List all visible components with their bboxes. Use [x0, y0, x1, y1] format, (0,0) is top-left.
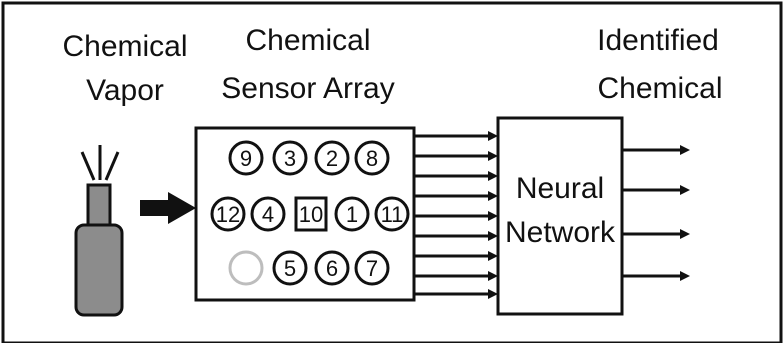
neural-network-label-line2: Network	[505, 216, 616, 249]
vapor-label-line2: Vapor	[86, 74, 164, 107]
sensor-label: 1	[346, 202, 358, 227]
sensor-8	[354, 140, 390, 176]
output-arrow-head	[680, 145, 690, 155]
sensor-11	[374, 196, 410, 232]
vapor-input-arrow	[140, 192, 196, 224]
sensor-to-network-arrows	[414, 131, 498, 299]
signal-arrow-head	[488, 131, 498, 141]
signal-arrow-head	[488, 151, 498, 161]
vapor-label-line1: Chemical	[62, 30, 187, 63]
sensor-label: 8	[366, 146, 378, 171]
sensor-label: 12	[216, 202, 240, 227]
identified-label-line1: Identified	[597, 24, 719, 57]
signal-arrow-head	[488, 211, 498, 221]
sensor-row-3: 5 6 7	[228, 250, 390, 286]
sensor-10	[294, 196, 328, 232]
vapor-bottle	[74, 183, 124, 317]
output-arrow-head	[680, 185, 690, 195]
output-arrow-head	[680, 229, 690, 239]
sensor-label: 2	[326, 146, 338, 171]
signal-arrow-head	[488, 289, 498, 299]
network-output-arrows	[622, 145, 690, 281]
sensor-7	[354, 250, 390, 286]
output-arrow-head	[680, 271, 690, 281]
signal-arrow-head	[488, 171, 498, 181]
sensor-label: 6	[326, 256, 338, 281]
signal-arrow-head	[488, 191, 498, 201]
sensor-6	[314, 250, 350, 286]
sensor-1	[334, 196, 370, 232]
sensor-label: 9	[240, 146, 252, 171]
identified-label-line2: Chemical	[597, 72, 722, 105]
sensor-2	[314, 140, 350, 176]
neural-network-box	[496, 116, 624, 316]
sensor-12	[210, 196, 246, 232]
signal-arrow-head	[488, 251, 498, 261]
sensor-empty	[228, 250, 264, 286]
sensor-label: 7	[366, 256, 378, 281]
sensor-label: 10	[299, 202, 323, 227]
sensor-label-line1: Chemical	[245, 24, 370, 57]
sensor-label: 5	[284, 256, 296, 281]
sensor-label-line2: Sensor Array	[221, 72, 394, 105]
sensor-label: 11	[381, 202, 404, 227]
sensor-4	[250, 196, 286, 232]
sensor-label: 4	[262, 202, 274, 227]
sensor-row-2: 12 4 10 1 11	[210, 196, 410, 232]
sensor-label: 3	[284, 146, 296, 171]
neural-network-label-line1: Neural	[516, 172, 604, 205]
signal-arrow-head	[488, 271, 498, 281]
signal-arrow-head	[488, 231, 498, 241]
sensor-3	[272, 140, 308, 176]
sensor-5	[272, 250, 308, 286]
sensor-9	[228, 140, 264, 176]
vapor-spray-lines	[80, 145, 120, 181]
sensor-row-1: 9 3 2 8	[228, 140, 390, 176]
